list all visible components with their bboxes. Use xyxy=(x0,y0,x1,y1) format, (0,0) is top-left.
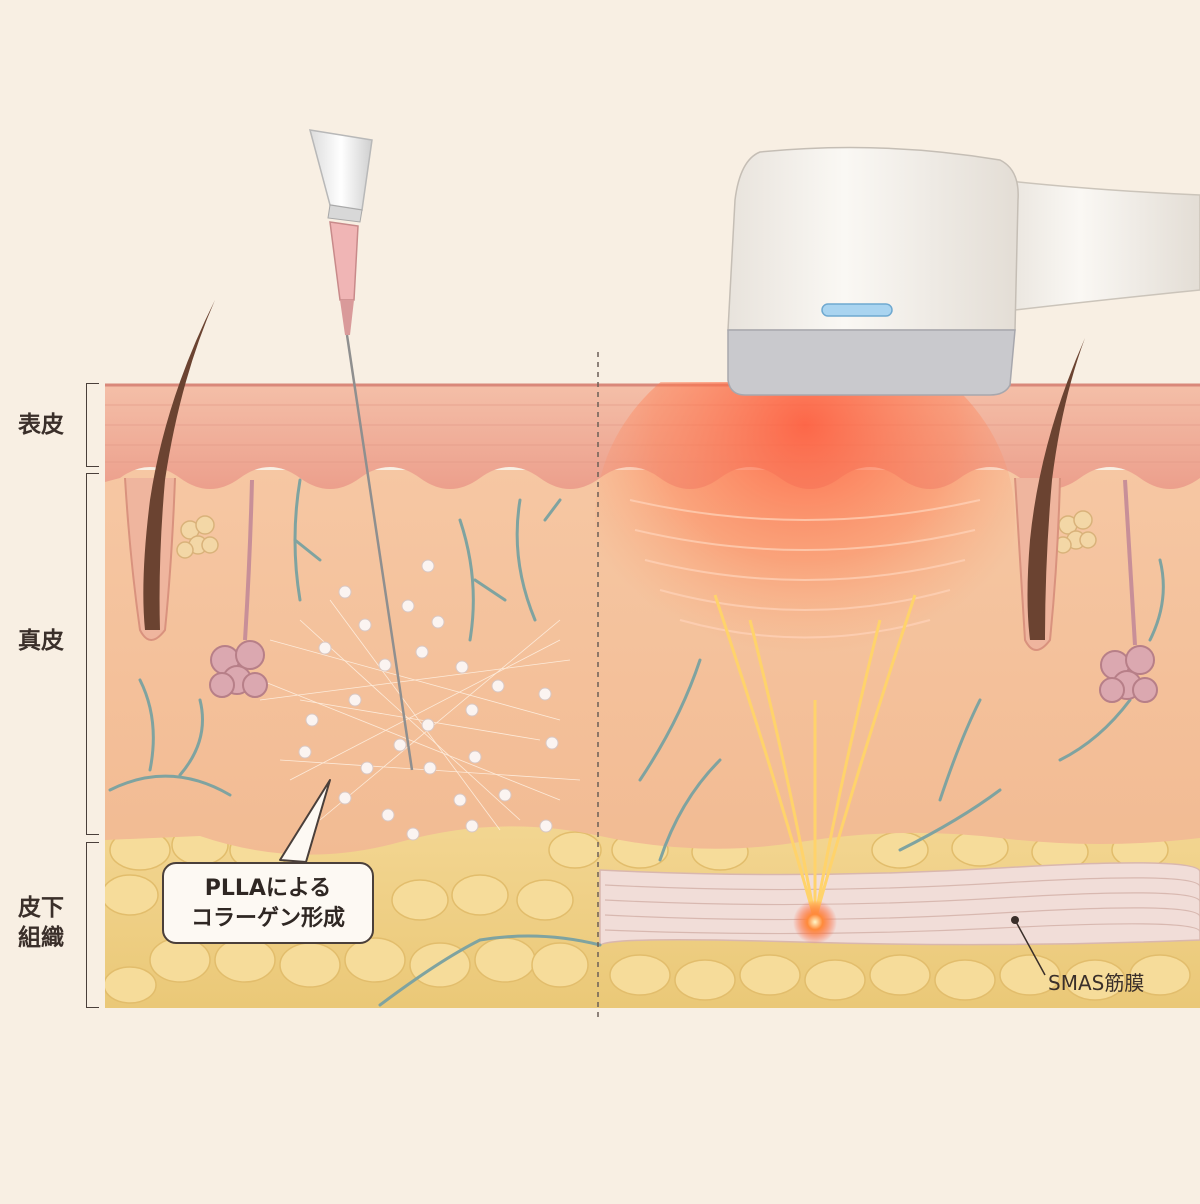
blood-vessels xyxy=(108,478,1165,1007)
device-head xyxy=(727,146,1019,331)
subcutaneous-label: 皮下 組織 xyxy=(18,895,64,951)
sebaceous-gland-right xyxy=(1054,510,1097,554)
subcutaneous-bracket xyxy=(86,842,99,1008)
dermis-label: 真皮 xyxy=(18,628,64,654)
smas-pointer-dot xyxy=(1011,916,1019,924)
dermis-bracket xyxy=(86,473,99,835)
sweat-gland-left xyxy=(209,640,268,698)
sebaceous-gland-left xyxy=(176,515,219,559)
smas-fibers xyxy=(604,877,1200,935)
sweat-duct-right xyxy=(1123,479,1137,646)
device-handle xyxy=(999,179,1200,311)
sweat-duct-left xyxy=(243,479,254,641)
collagen-network xyxy=(259,599,581,831)
needle xyxy=(345,334,414,771)
syringe xyxy=(308,129,414,771)
device-indicator-light xyxy=(821,303,893,317)
smas-pointer-line xyxy=(1014,919,1046,976)
ultrasound-heat-zone xyxy=(595,382,1015,710)
focused-beams xyxy=(713,594,917,921)
skin-block xyxy=(105,382,1200,1008)
focal-point xyxy=(793,900,837,944)
callout-pointer xyxy=(279,779,331,863)
epidermis-bracket xyxy=(86,383,99,467)
plla-callout: PLLAによる コラーゲン形成 xyxy=(162,862,374,944)
smas-label: SMAS筋膜 xyxy=(1048,971,1145,995)
callout-line-1: PLLAによる xyxy=(204,876,332,901)
plla-particles xyxy=(298,559,559,841)
epidermis-label: 表皮 xyxy=(18,412,64,438)
callout-line-2: コラーゲン形成 xyxy=(190,906,345,931)
device-transducer xyxy=(727,329,1016,396)
sweat-gland-right xyxy=(1099,645,1158,703)
ultrasound-waves xyxy=(629,499,981,639)
smas-fascia-band xyxy=(599,862,1200,947)
hair-shaft-right xyxy=(1027,338,1085,640)
hair-shaft-left xyxy=(143,300,215,630)
ultrasound-device xyxy=(727,146,1200,396)
